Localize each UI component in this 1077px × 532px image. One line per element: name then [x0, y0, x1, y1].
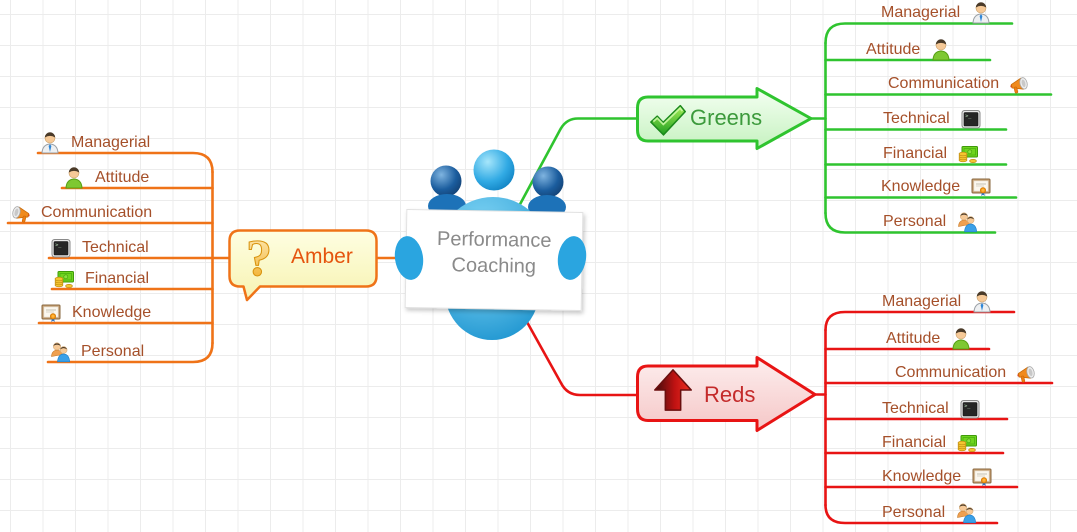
item-label: Communication — [895, 364, 1007, 381]
item-label: Managerial — [71, 134, 151, 151]
list-item-amber-personal[interactable]: Personal — [48, 341, 144, 363]
two-people-icon — [48, 340, 72, 364]
item-label: Knowledge — [881, 178, 961, 195]
up-arrow-icon — [650, 362, 696, 418]
list-item-greens-technical[interactable]: Technical — [883, 108, 983, 130]
item-label: Personal — [882, 504, 946, 521]
item-label: Personal — [81, 343, 145, 360]
list-item-greens-communication[interactable]: Communication — [888, 73, 1032, 95]
reds-node-label[interactable]: Reds — [704, 382, 756, 407]
two-people-icon — [955, 210, 979, 234]
megaphone-icon — [8, 201, 32, 225]
money-coins-icon — [52, 267, 76, 291]
item-label: Financial — [882, 434, 947, 451]
two-people-icon — [954, 501, 978, 525]
center-topic-line1: Performance — [436, 228, 552, 252]
amber-node-label[interactable]: Amber — [291, 245, 353, 268]
terminal-icon — [959, 107, 983, 131]
certificate-icon — [969, 175, 993, 199]
megaphone-icon — [1015, 361, 1039, 385]
item-label: Technical — [882, 400, 949, 417]
manager-person-icon — [970, 290, 994, 314]
list-item-amber-attitude[interactable]: Attitude — [62, 167, 149, 189]
list-item-amber-knowledge[interactable]: Knowledge — [39, 302, 151, 324]
item-label: Personal — [883, 213, 947, 230]
green-person-icon — [949, 327, 973, 351]
list-item-reds-technical[interactable]: Technical — [882, 398, 982, 420]
center-topic-line2: Coaching — [451, 254, 537, 278]
greens-node-label[interactable]: Greens — [690, 105, 763, 130]
list-item-greens-attitude[interactable]: Attitude — [866, 39, 953, 61]
manager-person-icon — [969, 1, 993, 25]
item-label: Managerial — [882, 293, 962, 310]
terminal-icon — [958, 397, 982, 421]
item-label: Attitude — [866, 41, 921, 58]
list-item-reds-attitude[interactable]: Attitude — [886, 328, 973, 350]
terminal-icon — [49, 236, 73, 260]
manager-person-icon — [38, 131, 62, 155]
check-icon — [646, 99, 688, 141]
item-label: Knowledge — [882, 468, 962, 485]
list-item-greens-knowledge[interactable]: Knowledge — [881, 176, 993, 198]
list-item-amber-managerial[interactable]: Managerial — [38, 132, 150, 154]
list-item-greens-financial[interactable]: Financial — [883, 143, 980, 165]
list-item-greens-personal[interactable]: Personal — [883, 211, 979, 233]
item-label: Communication — [888, 75, 1000, 92]
list-item-greens-managerial[interactable]: Managerial — [881, 2, 993, 24]
green-person-icon — [62, 166, 86, 190]
item-label: Attitude — [886, 330, 941, 347]
item-label: Managerial — [881, 4, 961, 21]
list-item-reds-financial[interactable]: Financial — [882, 432, 979, 454]
center-topic-title[interactable]: Performance Coaching — [408, 226, 581, 281]
green-person-icon — [929, 38, 953, 62]
item-label: Technical — [82, 239, 149, 256]
certificate-icon — [970, 465, 994, 489]
list-item-reds-personal[interactable]: Personal — [882, 502, 978, 524]
money-coins-icon — [955, 431, 979, 455]
certificate-icon — [39, 301, 63, 325]
item-label: Attitude — [95, 169, 150, 186]
item-label: Communication — [41, 204, 153, 221]
list-item-reds-communication[interactable]: Communication — [895, 362, 1039, 384]
item-label: Technical — [883, 110, 950, 127]
list-item-amber-financial[interactable]: Financial — [52, 268, 149, 290]
list-item-amber-technical[interactable]: Technical — [49, 237, 149, 259]
money-coins-icon — [956, 142, 980, 166]
item-label: Financial — [85, 270, 150, 287]
list-item-reds-managerial[interactable]: Managerial — [882, 291, 994, 313]
item-label: Knowledge — [72, 304, 152, 321]
list-item-reds-knowledge[interactable]: Knowledge — [882, 466, 994, 488]
megaphone-icon — [1008, 72, 1032, 96]
question-mark-icon — [234, 233, 284, 287]
item-label: Financial — [883, 145, 948, 162]
list-item-amber-communication[interactable]: Communication — [8, 202, 152, 224]
